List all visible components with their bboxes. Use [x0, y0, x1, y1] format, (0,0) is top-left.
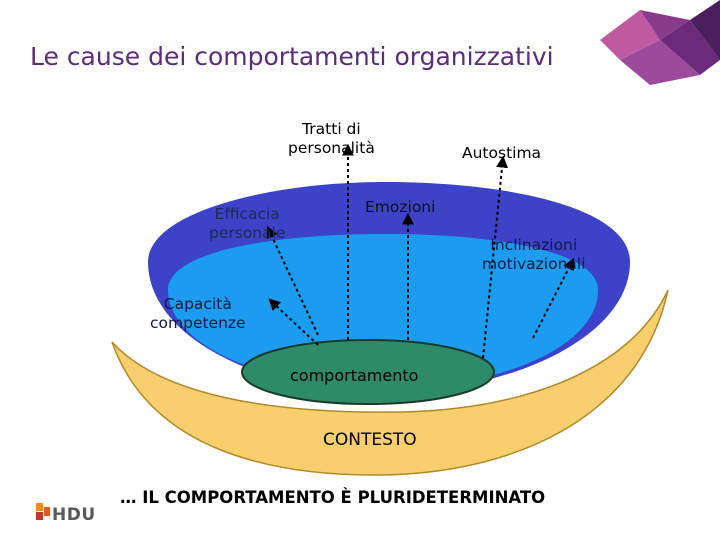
- label-contesto: CONTESTO: [323, 430, 417, 450]
- corner-decoration-icon: [600, 0, 720, 85]
- arrow-efficacia: [266, 225, 319, 336]
- behavior-ellipse: [241, 339, 495, 405]
- footer-text: … IL COMPORTAMENTO È PLURIDETERMINATO: [120, 488, 546, 507]
- hdu-logo-icon: [36, 503, 50, 520]
- label-comportamento: comportamento: [290, 366, 419, 385]
- arrow-capacita: [268, 298, 319, 346]
- label-efficacia: Efficacia personale: [209, 205, 286, 243]
- label-capacita: Capacità competenze: [150, 295, 246, 333]
- context-band: [111, 289, 669, 476]
- label-tratti: Tratti di personalità: [288, 120, 375, 158]
- slide-title: Le cause dei comportamenti organizzativi: [30, 42, 554, 71]
- label-inclinazioni: Inclinazioni motivazionali: [482, 236, 586, 274]
- label-autostima: Autostima: [462, 144, 542, 162]
- label-emozioni: Emozioni: [365, 198, 436, 216]
- arrow-inclinazioni: [532, 257, 575, 339]
- hdu-logo-text: HDU: [52, 505, 96, 525]
